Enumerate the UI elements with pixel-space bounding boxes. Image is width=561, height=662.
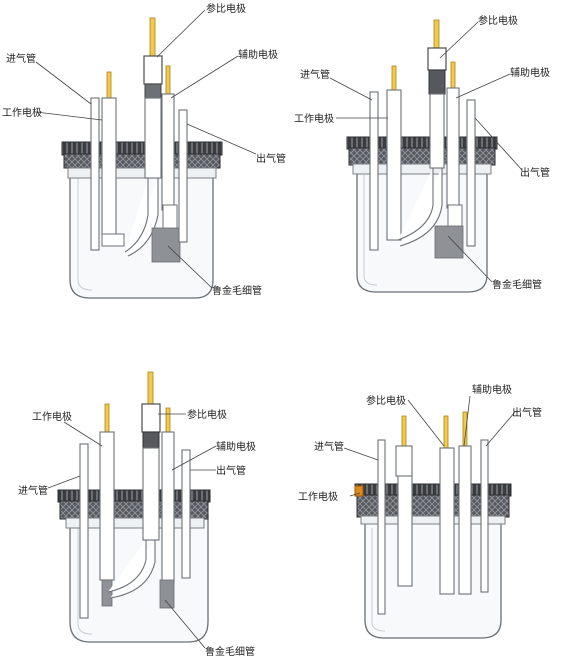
c3-label-outlet: 出气管 <box>216 464 246 477</box>
c2-label-working: 工作电极 <box>294 112 334 125</box>
c4-label-reference: 参比电极 <box>366 394 406 407</box>
c1-label-inlet: 进气管 <box>6 52 36 65</box>
c1-label-outlet: 出气管 <box>256 152 286 165</box>
leader-lines <box>35 9 523 649</box>
c2-label-inlet: 进气管 <box>300 68 330 81</box>
c2-label-auxiliary: 辅助电极 <box>510 66 550 79</box>
c4-label-outlet: 出气管 <box>512 406 542 419</box>
cell-2 <box>346 19 498 293</box>
c3-label-working: 工作电极 <box>32 410 72 423</box>
c2-label-luggin: 鲁金毛细管 <box>492 278 542 291</box>
c1-label-working: 工作电极 <box>2 106 42 119</box>
c3-label-luggin: 鲁金毛细管 <box>205 645 255 658</box>
c2-label-reference: 参比电极 <box>478 14 518 27</box>
c1-label-auxiliary: 辅助电极 <box>238 48 278 61</box>
c4-label-working: 工作电极 <box>298 490 338 503</box>
cell-4 <box>354 411 512 639</box>
c4-label-inlet: 进气管 <box>314 440 344 453</box>
c3-label-inlet: 进气管 <box>18 484 48 497</box>
c1-label-luggin: 鲁金毛细管 <box>212 284 262 297</box>
c2-label-outlet: 出气管 <box>520 166 550 179</box>
c1-label-reference: 参比电极 <box>206 2 246 15</box>
c3-label-reference: 参比电极 <box>187 408 227 421</box>
cell-3 <box>57 371 211 643</box>
c4-label-auxiliary: 辅助电极 <box>472 383 512 396</box>
cell-1 <box>61 17 223 299</box>
c3-label-auxiliary: 辅助电极 <box>216 440 256 453</box>
